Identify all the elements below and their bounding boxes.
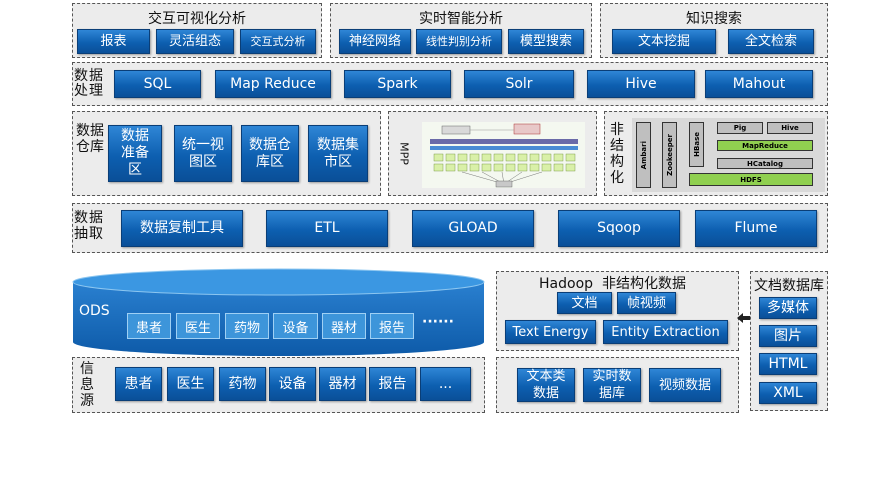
mapreduce-block: MapReduce: [717, 140, 813, 151]
document-database-title: 文档数据库: [754, 278, 824, 294]
xml-button[interactable]: XML: [759, 382, 817, 404]
mpp-diagram-icon: [422, 122, 585, 188]
linear-discriminant-button[interactable]: 线性判别分析: [416, 29, 502, 54]
mpp-architecture-diagram: [422, 122, 585, 188]
report-button[interactable]: 报表: [77, 29, 150, 54]
source-instrument-button[interactable]: 器材: [319, 367, 366, 401]
ods-equipment-button[interactable]: 设备: [273, 313, 318, 339]
ods-report-button[interactable]: 报告: [370, 313, 414, 339]
data-mart-zone-button[interactable]: 数据集市区: [308, 125, 368, 182]
mpp-label: MPP: [397, 142, 411, 165]
entity-extraction-button[interactable]: Entity Extraction: [603, 320, 728, 344]
flexible-config-button[interactable]: 灵活组态: [156, 29, 234, 54]
data-prep-zone-button[interactable]: 数据准备区: [108, 125, 162, 182]
ods-doctor-button[interactable]: 医生: [176, 313, 220, 339]
document-database-panel: 文档数据库 多媒体 图片 HTML XML: [750, 271, 828, 411]
hive-button[interactable]: Hive: [587, 70, 695, 98]
multimedia-button[interactable]: 多媒体: [759, 297, 817, 319]
image-button[interactable]: 图片: [759, 325, 817, 347]
information-source-panel: 信息源 患者 医生 药物 设备 器材 报告 ...: [72, 357, 485, 413]
text-energy-button[interactable]: Text Energy: [505, 320, 596, 344]
mapreduce-button[interactable]: Map Reduce: [215, 70, 331, 98]
realtime-analysis-title: 实时智能分析: [419, 11, 503, 27]
data-extraction-panel: 数据抽取 数据复制工具 ETL GLOAD Sqoop Flume: [72, 203, 828, 253]
interactive-analysis-panel: 交互可视化分析 报表 灵活组态 交互式分析: [72, 3, 322, 58]
ods-patient-button[interactable]: 患者: [127, 313, 171, 339]
knowledge-search-title: 知识搜索: [686, 11, 742, 27]
data-extraction-label: 数据抽取: [74, 210, 110, 242]
hcatalog-block: HCatalog: [717, 158, 813, 169]
hbase-block: HBase: [689, 122, 704, 167]
interactive-analysis-button[interactable]: 交互式分析: [240, 29, 316, 54]
sql-button[interactable]: SQL: [114, 70, 201, 98]
source-equipment-button[interactable]: 设备: [269, 367, 316, 401]
document-button[interactable]: 文档: [557, 292, 612, 314]
unstructured-label: 非结构化: [609, 122, 627, 186]
arrow-left-shape: [737, 313, 751, 323]
hive-block: Hive: [767, 122, 813, 134]
unstructured-label-text: 非结构化: [610, 122, 624, 186]
data-replication-tool-button[interactable]: 数据复制工具: [121, 210, 243, 247]
source-patient-button[interactable]: 患者: [115, 367, 162, 401]
ods-more-label: ······: [422, 314, 454, 330]
source-drug-button[interactable]: 药物: [219, 367, 266, 401]
information-source-label-text: 信息源: [80, 361, 94, 409]
data-warehouse-zone-button[interactable]: 数据仓库区: [241, 125, 299, 182]
source-report-button[interactable]: 报告: [369, 367, 416, 401]
knowledge-search-panel: 知识搜索 文本挖掘 全文检索: [600, 3, 828, 58]
unstructured-panel: 非结构化 Ambari Zookeeper HBase Pig Hive Map…: [604, 111, 828, 196]
neural-network-button[interactable]: 神经网络: [339, 29, 411, 54]
etl-button[interactable]: ETL: [266, 210, 388, 247]
data-warehouse-label: 数据仓库: [76, 123, 104, 155]
realtime-database-button[interactable]: 实时数据库: [583, 368, 641, 402]
gload-button[interactable]: GLOAD: [412, 210, 534, 247]
full-text-search-button[interactable]: 全文检索: [728, 29, 814, 54]
hadoop-unstructured-title: Hadoop 非结构化数据: [539, 276, 686, 292]
mahout-button[interactable]: Mahout: [705, 70, 813, 98]
data-extraction-label-text: 数据抽取: [74, 210, 104, 242]
ods-drug-button[interactable]: 药物: [225, 313, 269, 339]
ods-label: ODS: [79, 303, 110, 319]
hadoop-unstructured-panel: Hadoop 非结构化数据 文档 帧视频 Text Energy Entity …: [496, 271, 739, 351]
model-search-button[interactable]: 模型搜索: [508, 29, 584, 54]
hadoop-stack-diagram: Ambari Zookeeper HBase Pig Hive MapReduc…: [632, 118, 825, 192]
text-mining-button[interactable]: 文本挖掘: [612, 29, 716, 54]
spark-button[interactable]: Spark: [344, 70, 451, 98]
source-doctor-button[interactable]: 医生: [167, 367, 214, 401]
information-source-label: 信息源: [79, 361, 97, 409]
ods-cylinder: ODS 患者 医生 药物 设备 器材 报告 ······: [72, 268, 485, 358]
hdfs-block: HDFS: [689, 173, 813, 186]
flume-button[interactable]: Flume: [695, 210, 817, 247]
source-more-button[interactable]: ...: [420, 367, 471, 401]
data-processing-label-text: 数据处理: [74, 68, 104, 99]
html-button[interactable]: HTML: [759, 353, 817, 375]
data-processing-label: 数据处理: [74, 69, 110, 99]
sqoop-button[interactable]: Sqoop: [558, 210, 680, 247]
solr-button[interactable]: Solr: [464, 70, 574, 98]
pig-block: Pig: [717, 122, 763, 134]
ods-instrument-button[interactable]: 器材: [322, 313, 366, 339]
video-data-button[interactable]: 视频数据: [649, 368, 721, 402]
data-warehouse-label-text: 数据仓库: [76, 123, 104, 155]
unified-view-zone-button[interactable]: 统一视图区: [174, 125, 232, 182]
text-data-button[interactable]: 文本类数据: [517, 368, 575, 402]
raw-data-panel: 文本类数据 实时数据库 视频数据: [496, 357, 739, 413]
interactive-analysis-title: 交互可视化分析: [148, 11, 246, 27]
zookeeper-block: Zookeeper: [662, 122, 677, 188]
realtime-analysis-panel: 实时智能分析 神经网络 线性判别分析 模型搜索: [330, 3, 592, 58]
frame-video-button[interactable]: 帧视频: [617, 292, 676, 314]
data-processing-panel: 数据处理 SQL Map Reduce Spark Solr Hive Maho…: [72, 62, 828, 106]
mpp-panel: MPP: [388, 111, 597, 196]
ambari-block: Ambari: [636, 122, 651, 188]
data-warehouse-panel: 数据仓库 数据准备区 统一视图区 数据仓库区 数据集市区: [72, 111, 381, 196]
arrow-left-icon: [737, 308, 751, 323]
